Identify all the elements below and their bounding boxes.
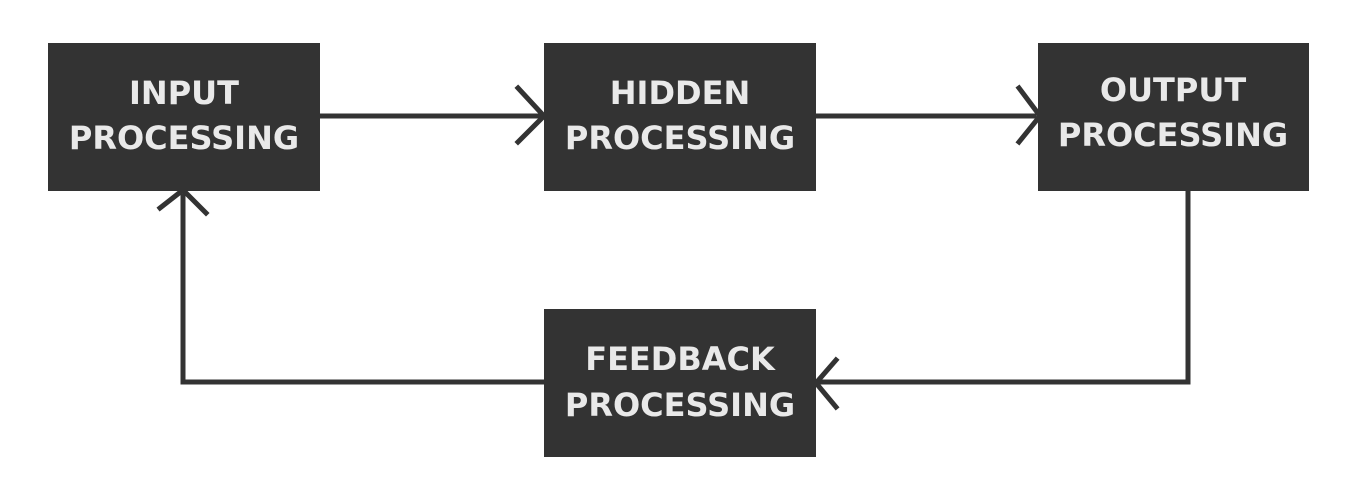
arrow-feedback-to-input <box>156 186 547 385</box>
node-output-line1: OUTPUT <box>1100 71 1246 109</box>
node-output-processing: OUTPUT PROCESSING <box>1038 43 1309 191</box>
node-output-line2: PROCESSING <box>1058 116 1288 154</box>
node-feedback-line2: PROCESSING <box>565 386 795 424</box>
node-hidden-processing: HIDDEN PROCESSING <box>544 43 816 191</box>
arrow-hidden-to-output <box>813 84 1044 146</box>
node-feedback-processing: FEEDBACK PROCESSING <box>544 309 816 457</box>
node-hidden-line1: HIDDEN <box>610 74 750 112</box>
arrow-input-to-hidden <box>317 84 548 146</box>
arrow-output-to-feedback <box>812 188 1191 411</box>
node-input-line2: PROCESSING <box>69 119 299 157</box>
node-input-processing: INPUT PROCESSING <box>48 43 320 191</box>
node-input-line1: INPUT <box>129 74 239 112</box>
node-hidden-line2: PROCESSING <box>565 119 795 157</box>
node-feedback-line1: FEEDBACK <box>585 340 776 378</box>
